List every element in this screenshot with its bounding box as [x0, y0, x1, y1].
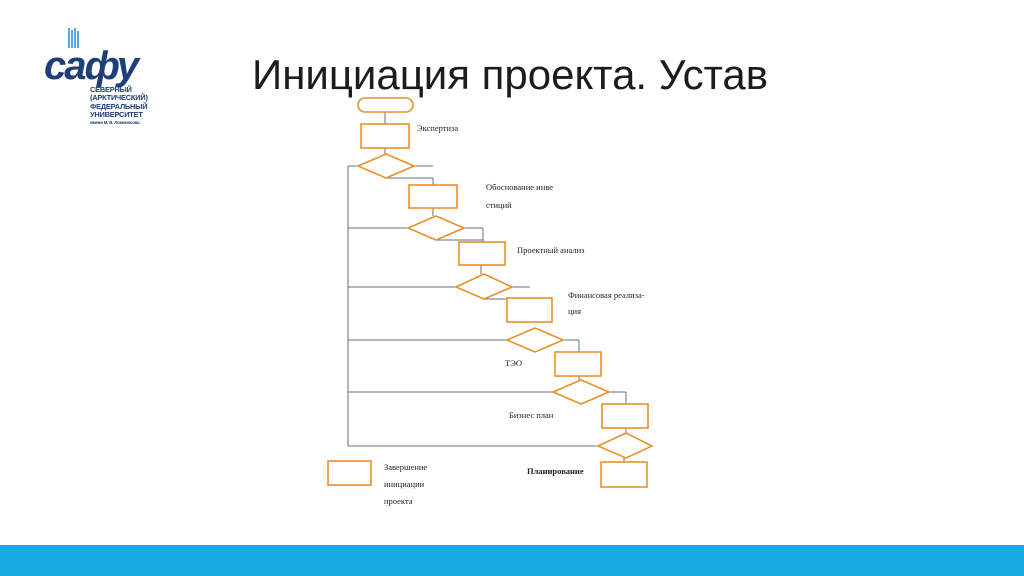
label-completion-line2: инициации: [384, 479, 425, 489]
university-logo: сафу СЕВЕРНЫЙ (АРКТИЧЕСКИЙ) ФЕДЕРАЛЬНЫЙ …: [40, 28, 150, 140]
logo-line: УНИВЕРСИТЕТ: [90, 110, 143, 120]
label-expertise: Экспертиза: [417, 123, 458, 133]
flowchart-shapes: [327, 97, 654, 488]
decision-diamond: [596, 432, 654, 459]
label-justification-line2: стиций: [486, 200, 512, 210]
decision-diamond: [504, 327, 566, 353]
logo-line: (АРКТИЧЕСКИЙ): [90, 93, 148, 103]
flowchart: Экспертиза Обоснование инве стиций Проек…: [327, 97, 654, 506]
process-box-teo: [554, 351, 602, 377]
process-box-planning: [600, 461, 648, 488]
process-box-project-analysis: [458, 241, 506, 266]
logo-line: СЕВЕРНЫЙ: [90, 85, 132, 94]
process-box-completion: [327, 460, 372, 486]
process-box-finance: [506, 297, 553, 323]
slide-title: Инициация проекта. Устав: [252, 51, 769, 98]
label-finance-line2: ция: [568, 306, 581, 316]
label-completion-line3: проекта: [384, 496, 413, 506]
logo-university-name: СЕВЕРНЫЙ (АРКТИЧЕСКИЙ) ФЕДЕРАЛЬНЫЙ УНИВЕ…: [90, 85, 150, 126]
label-justification-line1: Обоснование инве: [486, 182, 553, 192]
decision-diamond: [454, 273, 514, 300]
decision-diamond: [405, 215, 467, 241]
logo-line: ФЕДЕРАЛЬНЫЙ: [90, 101, 148, 111]
label-teo: ТЭО: [505, 358, 522, 368]
process-box-expertise: [360, 123, 410, 149]
label-finance-line1: Финансовая реализа-: [568, 290, 645, 300]
process-box-justification: [408, 184, 458, 209]
decision-diamond: [355, 153, 417, 179]
logo-wordmark: сафу: [44, 44, 139, 88]
label-project-analysis: Проектный анализ: [517, 245, 585, 255]
bottom-accent-bar: [0, 545, 1024, 576]
label-planning: Планирование: [527, 466, 584, 476]
logo-subline: имени М. В. Ломоносова: [90, 119, 140, 125]
decision-diamond: [550, 379, 612, 405]
label-completion-line1: Завершение: [384, 462, 427, 472]
start-terminal: [357, 97, 414, 113]
label-business-plan: Бизнес план: [509, 410, 554, 420]
connector-lines: [347, 112, 627, 462]
logo-stripes-icon: [68, 28, 79, 48]
process-box-business-plan: [601, 403, 649, 429]
